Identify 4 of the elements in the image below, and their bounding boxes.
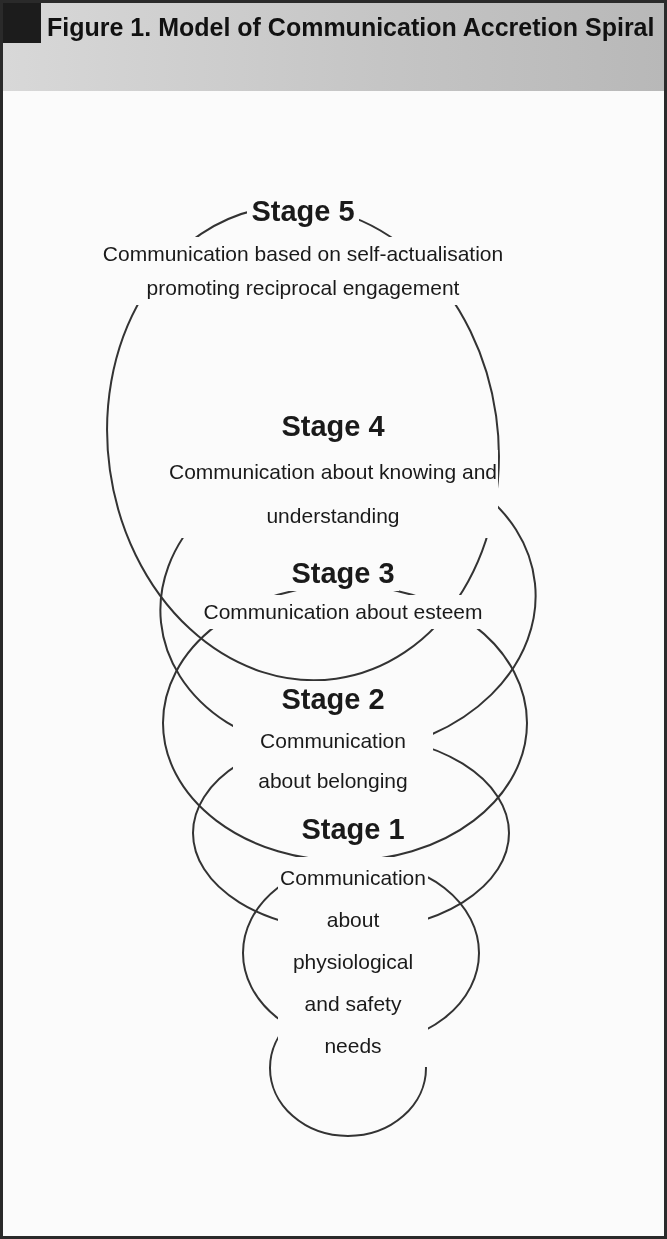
stage-description: Communication about physiological and safety needs (278, 857, 428, 1067)
stage-description: Communication about knowing and understanding (168, 450, 498, 538)
figure-title: Figure 1. Model of Communication Accretion Spiral (47, 12, 656, 43)
stage-description: Communication about esteem (203, 595, 483, 629)
